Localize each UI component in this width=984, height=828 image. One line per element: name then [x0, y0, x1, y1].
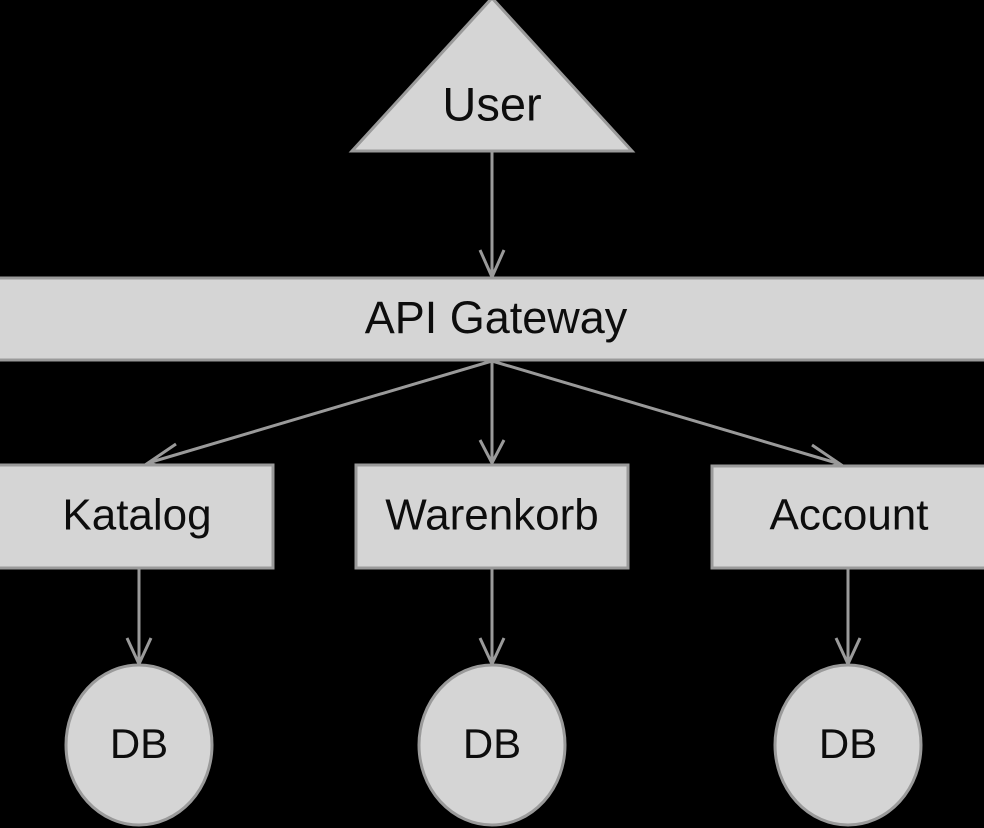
db-katalog-ellipse-shape[interactable]	[64, 663, 214, 827]
node-api-gateway[interactable]: API Gateway	[0, 276, 984, 362]
db-katalog-label: DB	[110, 720, 168, 767]
edge-katalog-to-db	[125, 568, 153, 668]
edge-gateway-to-warenkorb	[478, 361, 506, 467]
account-label: Account	[770, 491, 929, 540]
user-label: User	[442, 77, 541, 130]
edge-gateway-to-katalog	[144, 359, 493, 472]
edge-user-to-gateway	[478, 151, 506, 281]
edge-line-gateway-katalog	[147, 359, 493, 465]
node-account[interactable]: Account	[710, 464, 984, 570]
arrowhead-gateway-warenkorb	[478, 439, 506, 467]
warenkorb-rect-shape[interactable]	[354, 463, 630, 570]
db-warenkorb-ellipse-shape[interactable]	[417, 663, 567, 827]
db-warenkorb-label: DB	[463, 720, 521, 767]
edge-account-to-db	[834, 568, 862, 668]
node-db-katalog[interactable]: DB	[64, 663, 214, 827]
account-rect-shape[interactable]	[710, 464, 984, 570]
api-gateway-rect-shape[interactable]	[0, 276, 984, 362]
db-account-label: DB	[819, 720, 877, 767]
edge-gateway-to-account	[491, 359, 844, 473]
katalog-label: Katalog	[62, 491, 211, 540]
node-db-warenkorb[interactable]: DB	[417, 663, 567, 827]
node-katalog[interactable]: Katalog	[0, 463, 275, 570]
edge-line-gateway-account	[491, 359, 841, 466]
user-triangle-shape[interactable]	[348, 0, 636, 153]
node-warenkorb[interactable]: Warenkorb	[354, 463, 630, 570]
db-account-ellipse-shape[interactable]	[773, 663, 923, 827]
katalog-rect-shape[interactable]	[0, 463, 275, 570]
edge-warenkorb-to-db	[478, 568, 506, 668]
node-user[interactable]: User	[348, 0, 636, 153]
warenkorb-label: Warenkorb	[385, 491, 599, 540]
api-gateway-label: API Gateway	[365, 292, 628, 343]
node-db-account[interactable]: DB	[773, 663, 923, 827]
